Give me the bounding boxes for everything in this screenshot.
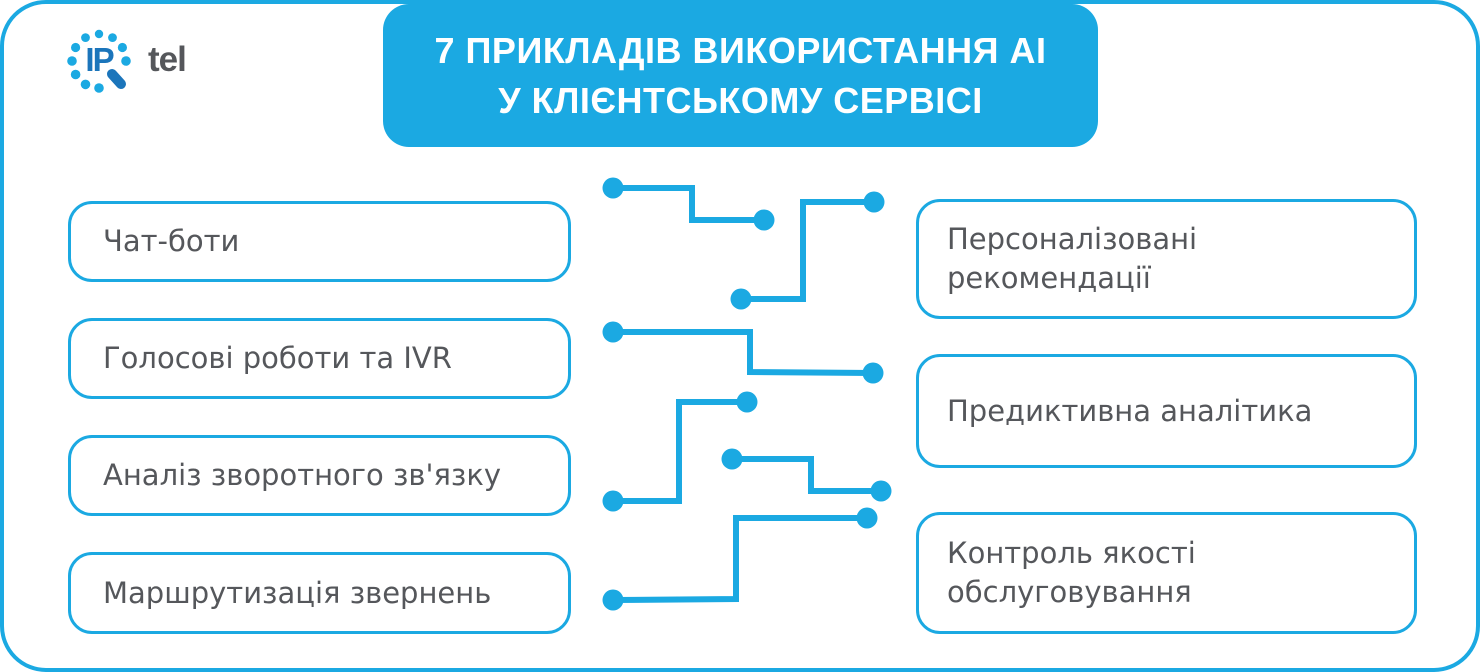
item-label: Чат-боти <box>103 224 240 258</box>
item-label: Аналіз зворотного зв'язку <box>103 458 502 492</box>
item-box-predictive-analytics: Предиктивна аналітика <box>916 354 1417 468</box>
item-label: Предиктивна аналітика <box>947 393 1313 428</box>
logo-tel-text: tel <box>148 40 187 79</box>
title-banner: 7 ПРИКЛАДІВ ВИКОРИСТАННЯ AI У КЛІЄНТСЬКО… <box>383 4 1098 147</box>
item-label: Голосові роботи та IVR <box>103 341 452 375</box>
title-line-1: 7 ПРИКЛАДІВ ВИКОРИСТАННЯ AI <box>434 29 1047 71</box>
item-box-feedback-analysis: Аналіз зворотного зв'язку <box>68 435 571 516</box>
item-label: Контроль якості обслуговування <box>947 536 1196 609</box>
logo-handle-icon <box>107 69 126 89</box>
title-line-2: У КЛІЄНТСЬКОМУ СЕРВІСІ <box>498 79 983 121</box>
logo-ip-text: IP <box>85 41 114 78</box>
item-box-chatbots: Чат-боти <box>68 201 571 282</box>
item-label: Маршрутизація звернень <box>103 575 492 610</box>
item-label: Персоналізовані рекомендації <box>947 222 1198 295</box>
item-box-service-quality-control: Контроль якості обслуговування <box>916 512 1417 634</box>
iptel-logo: IP tel <box>62 20 282 104</box>
item-box-personalized-recommendations: Персоналізовані рекомендації <box>916 199 1417 319</box>
item-box-request-routing: Маршрутизація звернень <box>68 552 571 634</box>
item-box-voice-robots-ivr: Голосові роботи та IVR <box>68 318 571 399</box>
logo-dots-icon <box>67 29 131 93</box>
